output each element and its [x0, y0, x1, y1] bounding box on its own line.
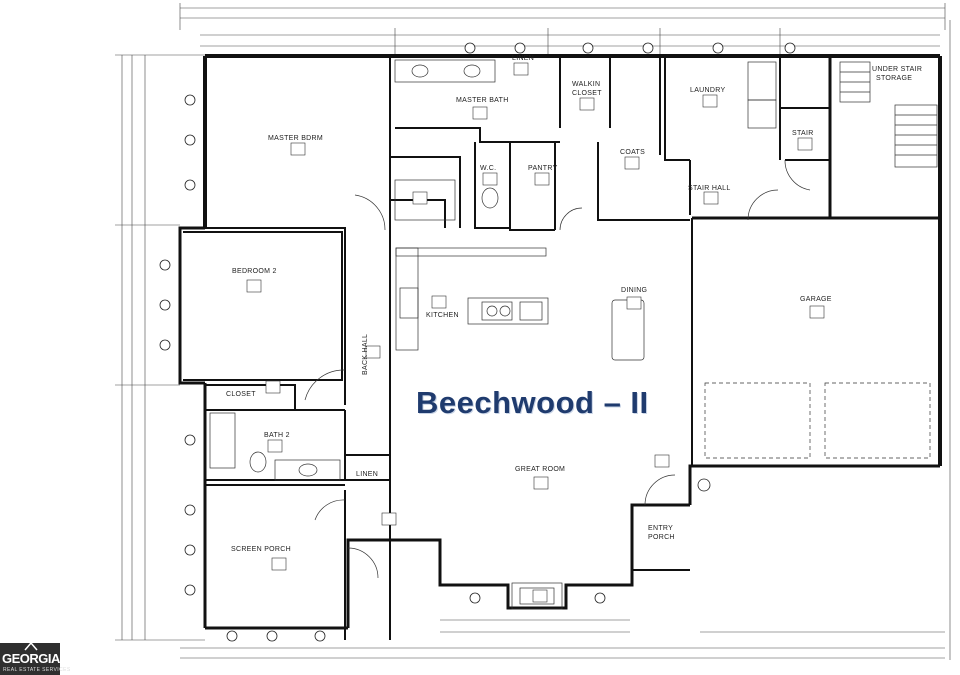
room-label-laundry: LAUNDRY — [690, 87, 725, 94]
room-label-coats: COATS — [620, 149, 645, 156]
mls-logo: GEORGIAMLS REAL ESTATE SERVICES — [0, 641, 86, 675]
room-label-porch: PORCH — [648, 534, 675, 541]
garage-doors — [704, 382, 931, 459]
room-label-linen-top: LINEN — [512, 55, 534, 62]
room-label-bedroom2: BEDROOM 2 — [232, 268, 277, 275]
room-label-entry: ENTRY — [648, 525, 673, 532]
room-label-bath2: BATH 2 — [264, 432, 290, 439]
room-label-master-bdrm: MASTER BDRM — [268, 135, 323, 142]
kitchen-counters — [395, 247, 549, 351]
room-label-linen: LINEN — [356, 471, 378, 478]
room-label-garage: GARAGE — [800, 296, 832, 303]
room-tags — [246, 62, 825, 603]
room-label-stair-hall: STAIR HALL — [688, 185, 731, 192]
logo-subtext: REAL ESTATE SERVICES — [3, 667, 71, 673]
room-label-storage: STORAGE — [876, 75, 912, 82]
room-label-wc: W.C. — [480, 165, 496, 172]
fireplace — [511, 582, 563, 610]
bottom-dimension-lines — [180, 619, 945, 659]
roof-icon — [24, 641, 38, 651]
interior-walls — [183, 56, 830, 640]
room-label-under-stair: UNDER STAIR — [872, 66, 922, 73]
room-label-master-bath: MASTER BATH — [456, 97, 509, 104]
room-label-closet: CLOSET — [226, 391, 256, 398]
window-markers — [159, 42, 796, 642]
room-label-stair: STAIR — [792, 130, 814, 137]
room-label-kitchen: KITCHEN — [426, 312, 459, 319]
bath-fixtures — [209, 59, 777, 481]
room-label-back-hall: BACK HALL — [362, 334, 369, 375]
room-label-closet-walkin: CLOSET — [572, 90, 602, 97]
room-label-pantry: PANTRY — [528, 165, 558, 172]
room-label-great-room: GREAT ROOM — [515, 466, 565, 473]
room-label-dining: DINING — [621, 287, 647, 294]
logo-text: GEORGIAMLS — [2, 651, 86, 666]
room-label-screen-porch: SCREEN PORCH — [231, 546, 291, 553]
room-label-walkin: WALKIN — [572, 81, 600, 88]
left-dimension-lines — [115, 54, 205, 641]
door-swings — [304, 159, 811, 579]
plan-title: Beechwood – II — [416, 385, 649, 420]
stairs — [839, 61, 938, 168]
top-dimension-lines — [179, 3, 946, 55]
